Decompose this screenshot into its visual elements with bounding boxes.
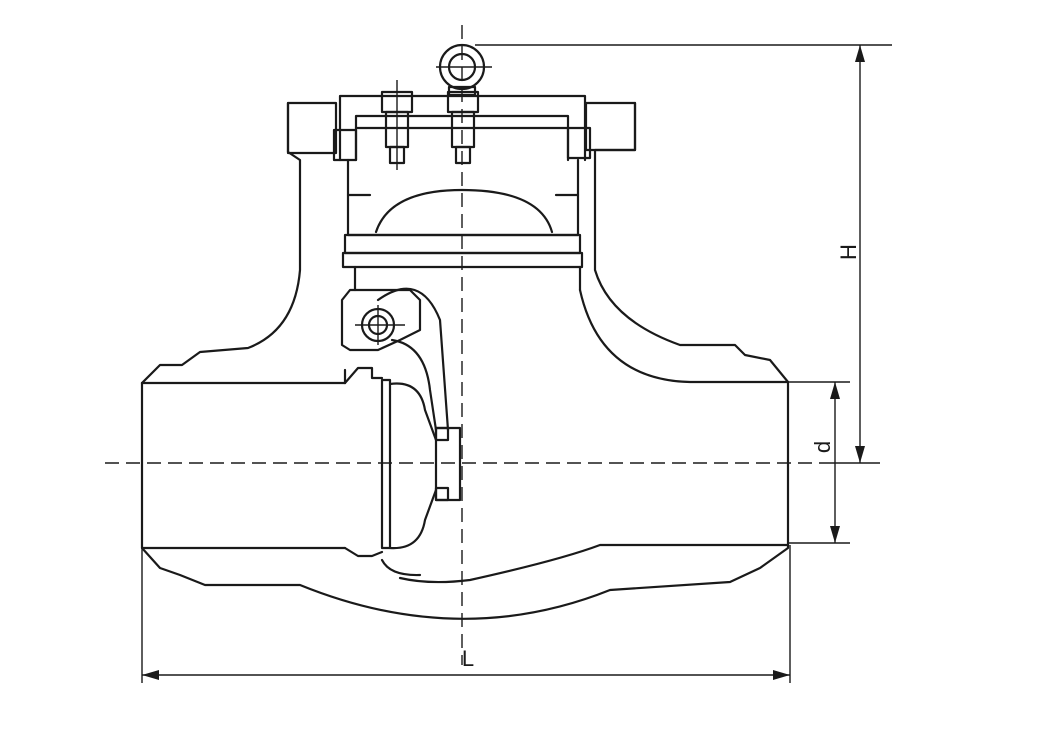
bore-top-right (578, 288, 790, 384)
disc-nut-bottom (434, 486, 450, 502)
center-lines (105, 25, 830, 665)
body-left-upper (140, 101, 302, 385)
swing-arm-inner (390, 338, 438, 432)
right-bolt-tip (454, 145, 472, 165)
valve-body (140, 101, 790, 620)
dimension-lines (141, 44, 892, 683)
hinge-bracket (340, 288, 422, 352)
disc-back-lower (388, 488, 438, 550)
cover-dome (374, 188, 554, 234)
seat-lower (343, 546, 384, 558)
right-lug (584, 101, 637, 152)
h-arrow-bottom (855, 446, 865, 463)
l-arrow-left (142, 670, 159, 680)
swing-arm-outer (376, 287, 450, 432)
l-arrow-right (773, 670, 790, 680)
d-arrow-bottom (830, 526, 840, 543)
swing-disc-assembly (340, 287, 462, 577)
lifting-eye-neck (447, 85, 477, 97)
disc-nut-top (434, 426, 450, 442)
cover-body (346, 158, 580, 237)
right-bolt-shank (450, 110, 476, 149)
d-arrow-top (830, 382, 840, 399)
dimension-labels: H d L (462, 244, 861, 671)
height-label: H (836, 244, 861, 260)
seat-upper (343, 366, 384, 385)
h-arrow-top (855, 45, 865, 62)
bonnet-bolts (380, 80, 480, 170)
disc-face (380, 378, 392, 550)
disc-lower-lip (380, 558, 422, 577)
length-label: L (462, 646, 474, 671)
bore-label: d (810, 441, 835, 453)
clamp-ring (354, 114, 570, 130)
seal-ring-lower (341, 251, 584, 269)
left-lug (286, 101, 338, 155)
body-outline (140, 101, 790, 620)
lifting-eye (436, 43, 492, 97)
bore-bottom-right (398, 543, 790, 584)
left-lug-inner (332, 128, 358, 162)
disc-back-upper (388, 382, 438, 442)
